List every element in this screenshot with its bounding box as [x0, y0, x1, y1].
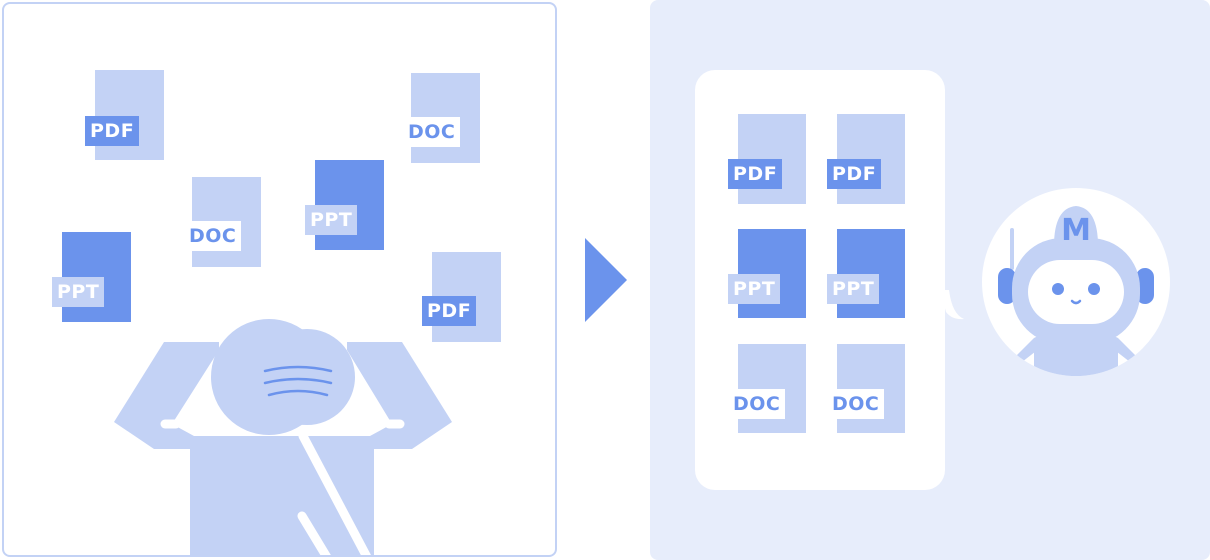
right-panel-organized-files: PDF PDF PPT PPT DOC DOC: [650, 0, 1210, 560]
file-icon-pdf: PDF: [827, 114, 905, 204]
file-icon-pdf: PDF: [422, 252, 501, 342]
file-label: DOC: [403, 117, 461, 147]
file-label: PPT: [827, 274, 880, 304]
speech-bubble-tail: [940, 290, 964, 320]
file-icon-ppt: PPT: [728, 229, 806, 318]
file-label: DOC: [184, 221, 242, 251]
robot-logo: M: [1061, 213, 1091, 248]
speech-bubble: PDF PDF PPT PPT DOC DOC: [695, 70, 945, 490]
file-icon-doc: DOC: [184, 177, 261, 267]
file-label: PDF: [85, 116, 140, 146]
file-icon-pdf: PDF: [85, 70, 164, 160]
file-icon-doc: DOC: [403, 73, 480, 163]
robot-assistant-icon: M: [998, 206, 1154, 376]
file-label: PDF: [827, 159, 882, 189]
arrow-right-icon: [585, 238, 627, 322]
file-label: DOC: [728, 389, 786, 419]
file-icon-doc: DOC: [827, 344, 905, 433]
file-label: PPT: [305, 205, 358, 235]
left-panel-cluttered-files: PDF DOC DOC PPT PPT PDF: [2, 2, 557, 557]
file-label: PDF: [728, 159, 783, 189]
file-label: PDF: [422, 296, 477, 326]
file-label: PPT: [728, 274, 781, 304]
file-icon-doc: DOC: [728, 344, 806, 433]
file-label: DOC: [827, 389, 885, 419]
robot-avatar: M: [982, 188, 1170, 376]
file-icon-ppt: PPT: [305, 160, 384, 250]
file-icon-ppt: PPT: [52, 232, 131, 322]
file-label: PPT: [52, 277, 105, 307]
file-icon-ppt: PPT: [827, 229, 905, 318]
file-icon-pdf: PDF: [728, 114, 806, 204]
stressed-person-icon: [114, 319, 452, 555]
